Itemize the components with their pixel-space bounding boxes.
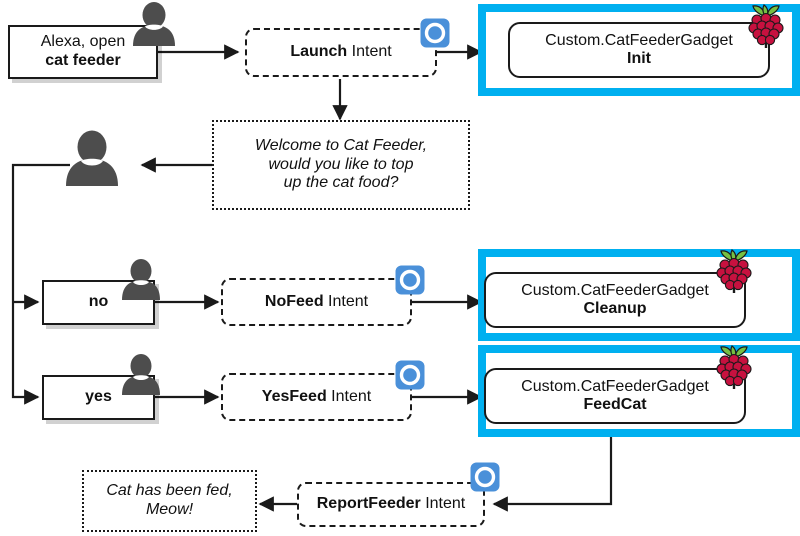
response-cat-fed: Cat has been fed, Meow! <box>82 470 257 532</box>
gadget-init-directive: Init <box>627 50 651 67</box>
intent-nofeed[interactable]: NoFeed Intent <box>221 278 412 326</box>
alexa-icon-yesfeed <box>395 360 425 390</box>
gadget-init[interactable]: Custom.CatFeederGadget Init <box>508 22 770 78</box>
response-fed-line2: Meow! <box>145 501 194 518</box>
gadget-init-namespace: Custom.CatFeederGadget <box>545 32 733 49</box>
intent-nofeed-bold: NoFeed <box>264 292 324 310</box>
intent-launch-bold: Launch <box>290 43 348 61</box>
response-welcome-line2: would you like to top <box>268 155 414 173</box>
response-welcome-line3: up the cat food? <box>283 174 399 192</box>
gadget-cleanup[interactable]: Custom.CatFeederGadget Cleanup <box>484 272 746 328</box>
response-welcome-line1: Welcome to Cat Feeder, <box>254 136 428 154</box>
intent-yesfeed-rest: Intent <box>326 387 372 405</box>
intent-nofeed-rest: Intent <box>323 292 369 310</box>
intent-launch-rest: Intent <box>347 43 392 61</box>
response-welcome: Welcome to Cat Feeder, would you like to… <box>212 120 470 210</box>
gadget-cleanup-namespace: Custom.CatFeederGadget <box>521 282 709 299</box>
intent-reportfeeder[interactable]: ReportFeeder Intent <box>297 482 485 527</box>
gadget-cleanup-directive: Cleanup <box>583 300 647 317</box>
utterance-open-cat-feeder[interactable]: Alexa, open cat feeder <box>8 25 158 79</box>
person-icon <box>129 0 179 46</box>
alexa-icon <box>420 18 450 48</box>
gadget-feedcat[interactable]: Custom.CatFeederGadget FeedCat <box>484 368 746 424</box>
utterance-open-line2: cat feeder <box>45 52 121 69</box>
raspberry-pi-icon <box>744 4 788 50</box>
person-icon-yes <box>118 352 164 395</box>
edge-rail-to-yes <box>11 302 40 405</box>
raspberry-pi-icon-cleanup <box>712 249 756 295</box>
raspberry-pi-icon-feedcat <box>712 345 756 391</box>
utterance-no-text: no <box>88 293 109 311</box>
intent-yesfeed-bold: YesFeed <box>261 387 327 405</box>
intent-yesfeed[interactable]: YesFeed Intent <box>221 373 412 421</box>
intent-report-bold: ReportFeeder <box>316 495 421 513</box>
person-icon-no <box>118 257 164 300</box>
intent-launch[interactable]: Launch Intent <box>245 28 437 77</box>
alexa-icon-nofeed <box>395 265 425 295</box>
person-icon-listener <box>61 128 123 186</box>
gadget-feedcat-directive: FeedCat <box>583 396 647 413</box>
intent-report-rest: Intent <box>420 495 466 513</box>
gadget-feedcat-namespace: Custom.CatFeederGadget <box>521 378 709 395</box>
response-fed-line1: Cat has been fed, <box>106 482 233 500</box>
alexa-icon-report <box>470 462 500 492</box>
utterance-open-line1: Alexa, open <box>40 33 126 51</box>
utterance-yes-text: yes <box>85 388 112 406</box>
